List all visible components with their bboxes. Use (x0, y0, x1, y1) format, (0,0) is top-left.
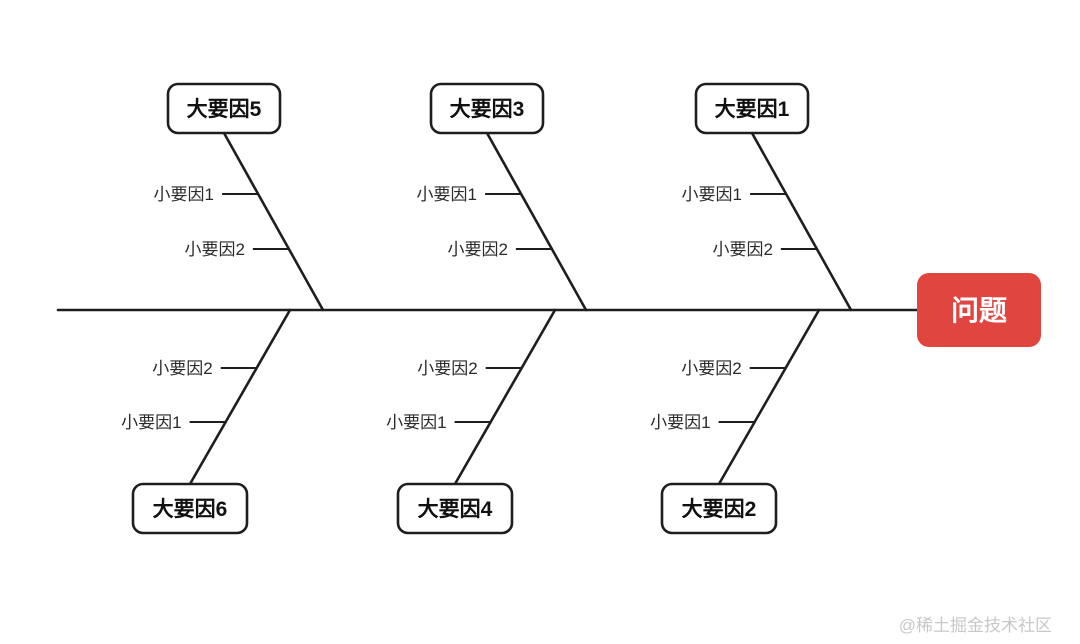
cause-branch-top-1: 小要因1 小要因2 大要因5 (154, 82, 325, 312)
cause-box-label: 大要因6 (153, 498, 228, 521)
bone-line (750, 131, 853, 312)
sub-cause-label: 小要因1 (682, 185, 742, 204)
cause-branch-bottom-2: 小要因2 小要因1 大要因4 (386, 308, 557, 535)
sub-cause-label: 小要因1 (121, 413, 181, 432)
cause-box (694, 82, 810, 135)
cause-branch-bottom-3: 小要因2 小要因1 大要因2 (650, 308, 821, 535)
watermark-text: @稀土掘金技术社区 (899, 616, 1052, 635)
cause-box (396, 482, 514, 535)
sub-cause-label: 小要因2 (152, 359, 212, 378)
problem-label: 问题 (951, 295, 1007, 326)
cause-box (166, 82, 282, 135)
sub-cause-label: 小要因2 (448, 240, 508, 259)
cause-box (131, 482, 249, 535)
sub-cause-label: 小要因2 (681, 359, 741, 378)
cause-box (660, 482, 778, 535)
cause-box (429, 82, 545, 135)
sub-cause-label: 小要因2 (185, 240, 245, 259)
cause-box-label: 大要因1 (715, 98, 790, 121)
cause-branch-top-3: 小要因1 小要因2 大要因1 (682, 82, 853, 312)
cause-box-label: 大要因5 (187, 98, 262, 121)
sub-cause-label: 小要因1 (386, 413, 446, 432)
bone-line (717, 308, 821, 486)
cause-box-label: 大要因4 (418, 498, 493, 521)
cause-box-label: 大要因2 (682, 498, 757, 521)
cause-branch-bottom-1: 小要因2 小要因1 大要因6 (121, 308, 292, 535)
sub-cause-label: 小要因2 (713, 240, 773, 259)
sub-cause-label: 小要因1 (154, 185, 214, 204)
problem-node: 问题 (917, 273, 1041, 347)
bone-line (222, 131, 325, 312)
sub-cause-label: 小要因1 (417, 185, 477, 204)
problem-box (917, 273, 1041, 347)
bone-line (453, 308, 557, 486)
bone-line (485, 131, 588, 312)
sub-cause-label: 小要因1 (650, 413, 710, 432)
cause-branch-top-2: 小要因1 小要因2 大要因3 (417, 82, 588, 312)
sub-cause-label: 小要因2 (417, 359, 477, 378)
bone-line (188, 308, 292, 486)
cause-box-label: 大要因3 (450, 98, 525, 121)
